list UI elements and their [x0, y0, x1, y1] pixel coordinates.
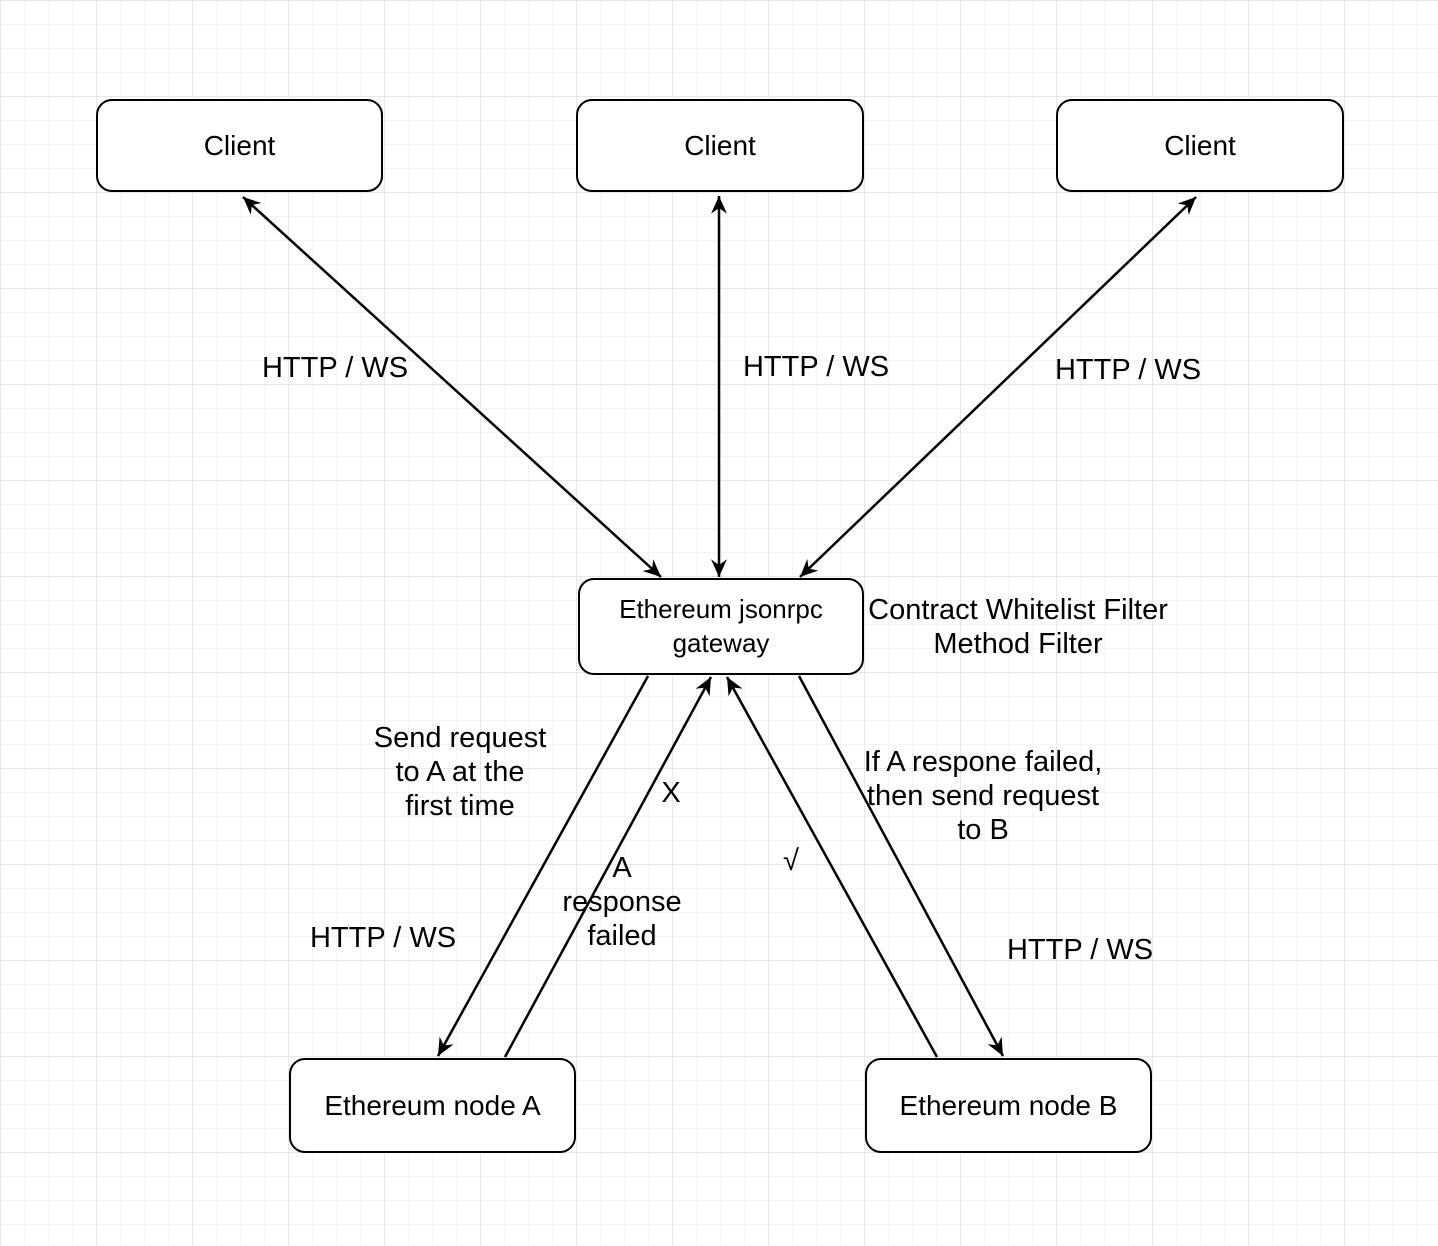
gateway-box-label: Ethereum jsonrpc gateway: [619, 593, 823, 658]
edge-label-send-request-a: Send request to A at the first time: [373, 722, 547, 822]
ethereum-node-b-box[interactable]: Ethereum node B: [865, 1058, 1152, 1153]
edge-gateway-nodeA[interactable]: [436, 675, 650, 1057]
ethereum-node-a-label: Ethereum node A: [324, 1090, 541, 1121]
edge-label-nodeA-protocol: HTTP / WS: [309, 922, 457, 955]
gateway-filter-note: Contract Whitelist Filter Method Filter: [868, 594, 1168, 660]
edge-gateway-nodeB[interactable]: [797, 675, 1005, 1057]
client-box-2-label: Client: [684, 130, 756, 161]
edge-label-client1-protocol: HTTP / WS: [261, 352, 409, 385]
client-box-3-label: Client: [1164, 130, 1236, 161]
success-check-mark: √: [783, 845, 799, 878]
client-box-1-label: Client: [203, 130, 276, 161]
ethereum-node-b-label: Ethereum node B: [899, 1090, 1118, 1121]
client-box-1[interactable]: Client: [96, 99, 383, 192]
gateway-box[interactable]: Ethereum jsonrpc gateway: [578, 578, 864, 675]
client-box-3[interactable]: Client: [1056, 99, 1344, 192]
edge-client3-gateway[interactable]: [799, 196, 1197, 578]
edge-label-a-response-failed: A response failed: [562, 852, 682, 952]
edge-nodeA-gateway[interactable]: [503, 676, 713, 1058]
ethereum-node-a-box[interactable]: Ethereum node A: [289, 1058, 576, 1153]
edge-label-client2-protocol: HTTP / WS: [742, 351, 890, 384]
edge-label-if-a-failed: If A respone failed, then send request t…: [863, 746, 1103, 846]
edge-client1-gateway[interactable]: [242, 196, 662, 578]
edge-label-client3-protocol: HTTP / WS: [1054, 354, 1202, 387]
client-box-2[interactable]: Client: [576, 99, 864, 192]
fail-x-mark: X: [661, 777, 681, 810]
edge-nodeB-gateway[interactable]: [725, 676, 939, 1058]
edge-label-nodeB-protocol: HTTP / WS: [1006, 934, 1154, 967]
